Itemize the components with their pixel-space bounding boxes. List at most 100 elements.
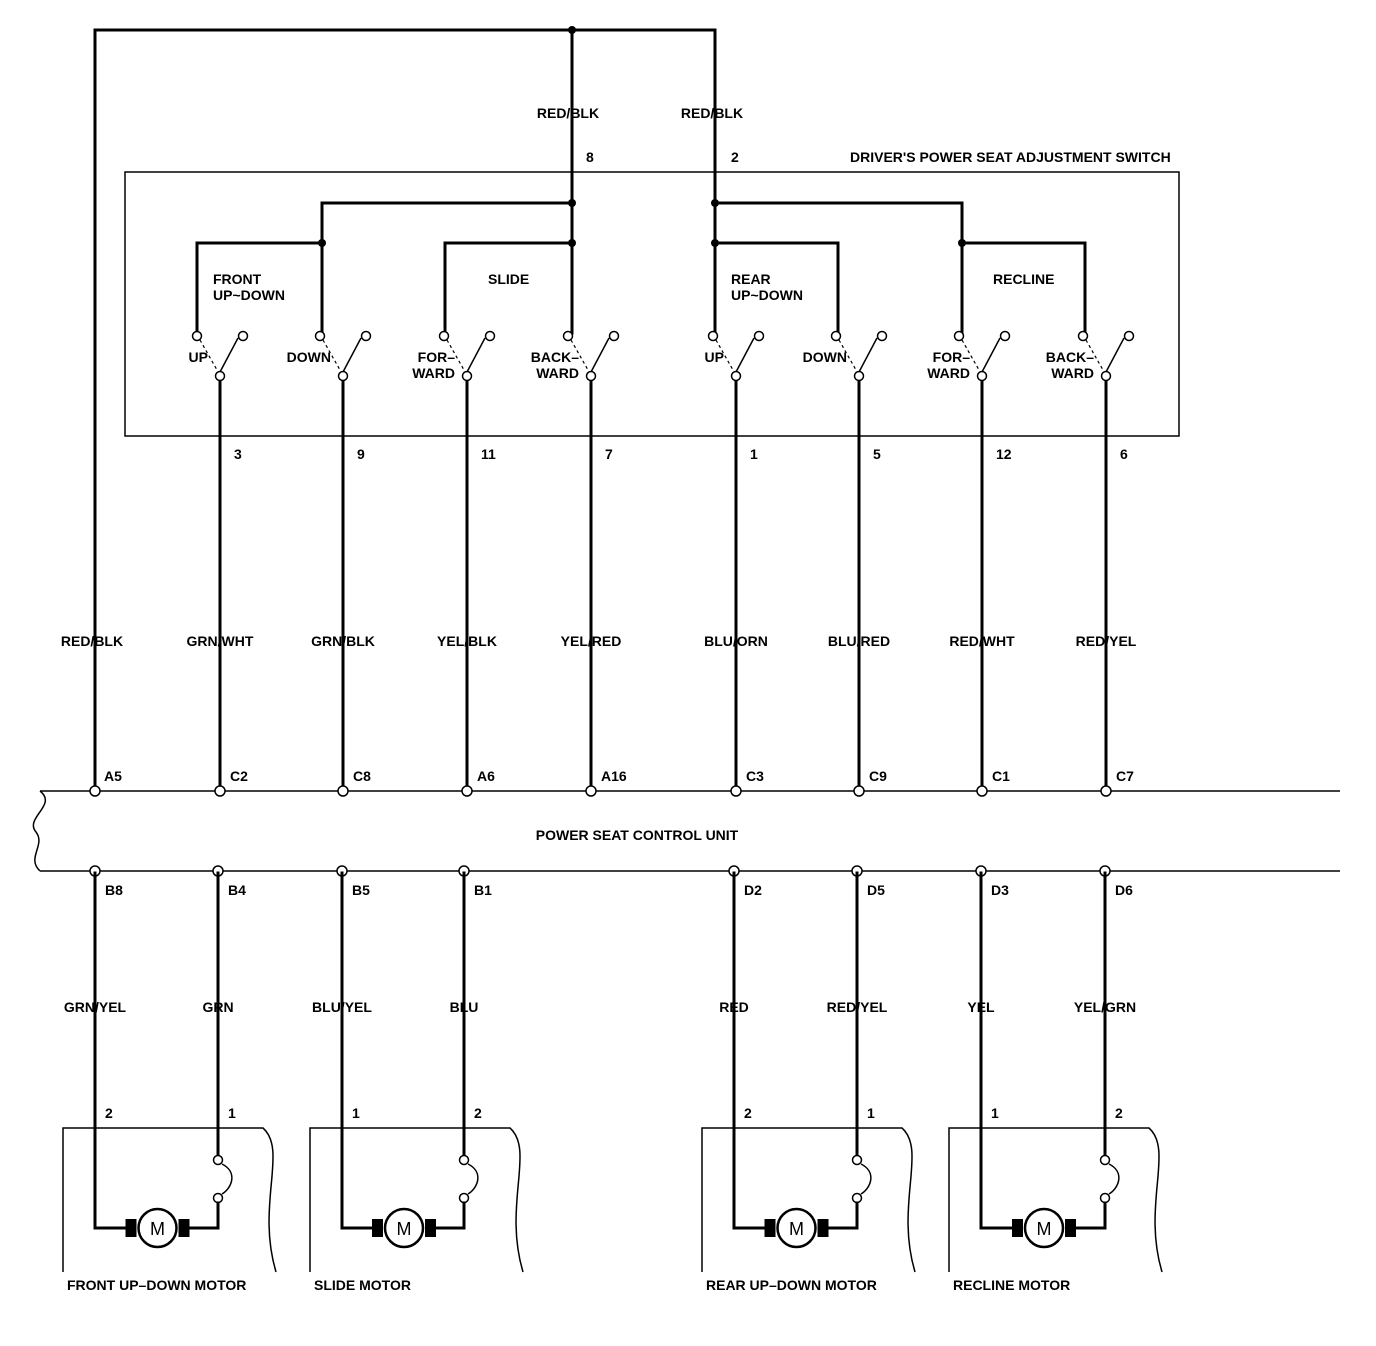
ecu-terminal-top-6 — [853, 785, 865, 797]
motor-brush-left-3 — [1012, 1219, 1023, 1237]
motor-pin-6: 1 — [991, 1105, 999, 1121]
switch-terminal-off-6 — [999, 330, 1011, 342]
motor-breaker-terminal-b-0 — [212, 1192, 224, 1204]
junction-b1 — [568, 199, 576, 207]
switch-pin-1: 1 — [750, 446, 758, 462]
motor-breaker-terminal-a-3 — [1099, 1154, 1111, 1166]
switch-terminal-in-2 — [438, 330, 450, 342]
ecu-terminal-top-4 — [585, 785, 597, 797]
motor-pin-3: 2 — [474, 1105, 482, 1121]
switch-terminal-in-4 — [707, 330, 719, 342]
switch-terminal-off-1 — [360, 330, 372, 342]
junction-b3 — [568, 239, 576, 247]
junction-top — [568, 26, 576, 34]
junction-b2 — [318, 239, 326, 247]
motor-breaker-terminal-a-2 — [851, 1154, 863, 1166]
ecu-pin-b1: B1 — [474, 882, 492, 898]
supply-wire-label-center: RED/BLK — [537, 105, 599, 121]
switch-terminal-off-2 — [484, 330, 496, 342]
group-label-rear-2: UP~DOWN — [731, 287, 803, 303]
wire-label-7: RED/YEL — [1076, 633, 1137, 649]
motor-pin-5: 1 — [867, 1105, 875, 1121]
motor-housing-2 — [701, 1127, 916, 1273]
switch-label-4: UP — [705, 349, 724, 365]
ecu-pin-d2: D2 — [744, 882, 762, 898]
junction-b4 — [711, 199, 719, 207]
ecu-pin-c1: C1 — [992, 768, 1010, 784]
wire-label-2: YEL/BLK — [437, 633, 497, 649]
motor-brush-right-1 — [425, 1219, 436, 1237]
motor-breaker-1 — [467, 1163, 479, 1195]
ecu-terminal-top-2 — [337, 785, 349, 797]
switch-blade-6 — [981, 337, 1001, 373]
motor-name-1: SLIDE MOTOR — [314, 1277, 411, 1293]
switch-label-7: BACK– — [1046, 349, 1094, 365]
motor-pin-0: 2 — [105, 1105, 113, 1121]
motor-breaker-terminal-b-3 — [1099, 1192, 1111, 1204]
motor-pin-2: 1 — [352, 1105, 360, 1121]
switch-label-0: UP — [189, 349, 208, 365]
switch-pin-8: 8 — [586, 149, 594, 165]
group-label-front: FRONT — [213, 271, 262, 287]
motor-brush-left-1 — [372, 1219, 383, 1237]
ecu-pin-c2: C2 — [230, 768, 248, 784]
ecu-terminal-top-5 — [730, 785, 742, 797]
switch-terminal-out-7 — [1100, 370, 1112, 382]
motor-breaker-2 — [860, 1163, 872, 1195]
motor-breaker-0 — [221, 1163, 233, 1195]
motor-pin-4: 2 — [744, 1105, 752, 1121]
switch-label-2: FOR– — [418, 349, 456, 365]
switch-label-1: DOWN — [287, 349, 331, 365]
ecu-pin-d3: D3 — [991, 882, 1009, 898]
switch-blade-4 — [735, 337, 755, 373]
junction-b5 — [711, 239, 719, 247]
ecu-terminal-top-0 — [89, 785, 101, 797]
motor-wire-label-0: GRN/YEL — [64, 999, 127, 1015]
motor-loop-0 — [93, 1156, 220, 1230]
motor-loop-3 — [979, 1156, 1107, 1230]
switch-terminal-in-3 — [562, 330, 574, 342]
switch-pin-6: 6 — [1120, 446, 1128, 462]
switch-terminal-off-4 — [753, 330, 765, 342]
motor-breaker-terminal-b-1 — [458, 1192, 470, 1204]
switch-blade-2 — [466, 337, 486, 373]
motor-wire-label-6: YEL — [967, 999, 995, 1015]
switch-blade-5 — [858, 337, 878, 373]
motor-brush-left-0 — [125, 1219, 137, 1237]
switch-terminal-off-5 — [876, 330, 888, 342]
motor-wire-label-5: RED/YEL — [827, 999, 888, 1015]
wire-label-1: GRN/BLK — [311, 633, 375, 649]
switch-terminal-out-6 — [976, 370, 988, 382]
switch-pin-7: 7 — [605, 446, 613, 462]
feed-wire-left — [93, 28, 717, 792]
switch-pin-3: 3 — [234, 446, 242, 462]
switch-pin-2: 2 — [731, 149, 739, 165]
wire-label-0: GRN/WHT — [187, 633, 254, 649]
ecu-pin-d6: D6 — [1115, 882, 1133, 898]
feed-wire-label: RED/BLK — [61, 633, 123, 649]
switch-pin-5: 5 — [873, 446, 881, 462]
motor-name-3: RECLINE MOTOR — [953, 1277, 1070, 1293]
ecu-terminal-top-3 — [461, 785, 473, 797]
switch-terminal-out-4 — [730, 370, 742, 382]
switch-terminal-in-7 — [1077, 330, 1089, 342]
motor-breaker-terminal-b-2 — [851, 1192, 863, 1204]
switch-label-3: BACK– — [531, 349, 579, 365]
switch-label2-3: WARD — [536, 365, 579, 381]
switch-label2-7: WARD — [1051, 365, 1094, 381]
motor-symbol-letter-1: M — [397, 1219, 412, 1239]
motor-brush-right-2 — [817, 1219, 829, 1237]
motor-pin-1: 1 — [228, 1105, 236, 1121]
motor-symbol-2 — [776, 1207, 817, 1249]
switch-blade-7 — [1105, 337, 1125, 373]
control-unit-title: POWER SEAT CONTROL UNIT — [536, 827, 739, 843]
bus-left — [195, 201, 574, 335]
switch-terminal-out-1 — [337, 370, 349, 382]
wire-label-5: BLU/RED — [828, 633, 890, 649]
switch-terminal-out-2 — [461, 370, 473, 382]
switch-pin-11: 11 — [481, 446, 496, 462]
wire-label-4: BLU/ORN — [704, 633, 768, 649]
ecu-pin-a6: A6 — [477, 768, 495, 784]
control-unit-body — [32, 790, 1340, 872]
